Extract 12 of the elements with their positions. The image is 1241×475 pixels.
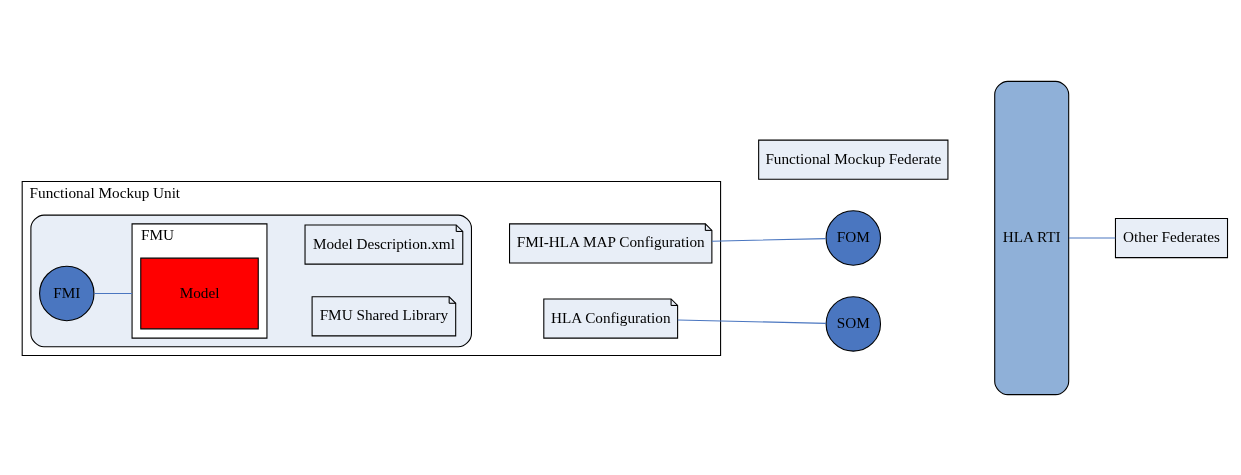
node-box: Functional Mockup Federate xyxy=(758,139,949,180)
connector xyxy=(677,318,827,324)
connector xyxy=(711,237,827,242)
connector xyxy=(93,292,133,294)
connector xyxy=(1068,236,1116,239)
node-circle: SOM xyxy=(825,295,882,352)
node-box: HLA RTI xyxy=(994,80,1070,395)
node-circle: FOM xyxy=(825,209,882,266)
node-box: Model xyxy=(140,257,259,329)
node-box: Other Federates xyxy=(1114,217,1229,258)
cluster xyxy=(30,214,472,347)
node-circle: FMI xyxy=(39,265,95,321)
